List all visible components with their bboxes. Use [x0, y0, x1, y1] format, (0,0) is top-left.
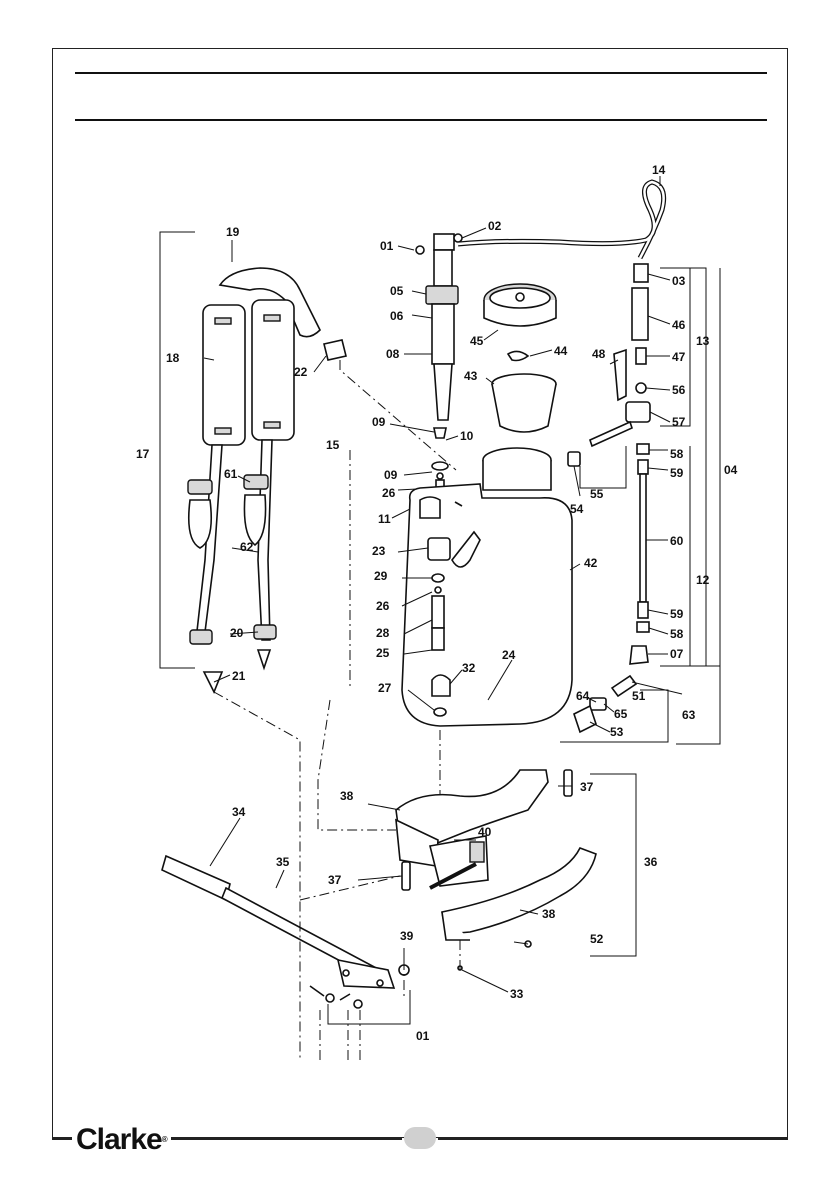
label-42: 42 — [584, 556, 598, 570]
label-26b: 26 — [376, 599, 390, 613]
label-56: 56 — [672, 383, 686, 397]
label-25: 25 — [376, 646, 390, 660]
label-01b: 01 — [416, 1029, 430, 1043]
label-28: 28 — [376, 626, 390, 640]
exploded-parts-diagram: 01 02 03 04 05 06 07 08 09 09 10 11 12 1… — [60, 140, 780, 1080]
label-37b: 37 — [328, 873, 342, 887]
footer-rule-right — [438, 1138, 788, 1140]
label-51: 51 — [632, 689, 646, 703]
label-04: 04 — [724, 463, 738, 477]
label-38b: 38 — [542, 907, 556, 921]
label-65: 65 — [614, 707, 628, 721]
label-09b: 09 — [384, 468, 398, 482]
label-32: 32 — [462, 661, 476, 675]
registered-mark: ® — [162, 1135, 167, 1144]
label-64: 64 — [576, 689, 590, 703]
label-43: 43 — [464, 369, 478, 383]
label-24: 24 — [502, 648, 516, 662]
label-38a: 38 — [340, 789, 354, 803]
harness-assembly — [160, 232, 346, 692]
label-53: 53 — [610, 725, 624, 739]
label-58b: 58 — [670, 627, 684, 641]
label-27: 27 — [378, 681, 392, 695]
label-09a: 09 — [372, 415, 386, 429]
label-48: 48 — [592, 347, 606, 361]
label-52: 52 — [590, 932, 604, 946]
label-08: 08 — [386, 347, 400, 361]
label-54: 54 — [570, 502, 584, 516]
label-12: 12 — [696, 573, 710, 587]
label-06: 06 — [390, 309, 404, 323]
label-35: 35 — [276, 855, 290, 869]
label-10: 10 — [460, 429, 474, 443]
logo-text: Clarke — [76, 1123, 162, 1156]
label-58a: 58 — [670, 447, 684, 461]
label-63: 63 — [682, 708, 696, 722]
label-13: 13 — [696, 334, 710, 348]
label-44: 44 — [554, 344, 568, 358]
label-19: 19 — [226, 225, 240, 239]
label-59a: 59 — [670, 466, 684, 480]
label-59b: 59 — [670, 607, 684, 621]
label-18: 18 — [166, 351, 180, 365]
label-34: 34 — [232, 805, 246, 819]
label-01: 01 — [380, 239, 394, 253]
label-29: 29 — [374, 569, 388, 583]
label-40: 40 — [478, 825, 492, 839]
label-02: 02 — [488, 219, 502, 233]
label-57: 57 — [672, 415, 686, 429]
label-26a: 26 — [382, 486, 396, 500]
label-15: 15 — [326, 438, 340, 452]
label-07: 07 — [670, 647, 684, 661]
label-60: 60 — [670, 534, 684, 548]
label-33: 33 — [510, 987, 524, 1001]
label-62: 62 — [240, 540, 254, 554]
label-55: 55 — [590, 487, 604, 501]
page-number-badge — [404, 1127, 436, 1149]
label-36: 36 — [644, 855, 658, 869]
label-39: 39 — [400, 929, 414, 943]
header-rule-top — [75, 72, 767, 74]
label-14: 14 — [652, 163, 666, 177]
label-21: 21 — [232, 669, 246, 683]
label-20: 20 — [230, 626, 244, 640]
label-11: 11 — [378, 512, 391, 526]
label-61: 61 — [224, 467, 238, 481]
label-05: 05 — [390, 284, 404, 298]
label-22: 22 — [294, 365, 308, 379]
label-37a: 37 — [580, 780, 594, 794]
header-rule-bottom — [75, 119, 767, 121]
lid-strainer — [484, 284, 556, 432]
clarke-logo: Clarke® — [72, 1124, 171, 1156]
label-17: 17 — [136, 447, 150, 461]
label-23: 23 — [372, 544, 386, 558]
label-46: 46 — [672, 318, 686, 332]
label-45: 45 — [470, 334, 484, 348]
label-03: 03 — [672, 274, 686, 288]
label-47: 47 — [672, 350, 686, 364]
